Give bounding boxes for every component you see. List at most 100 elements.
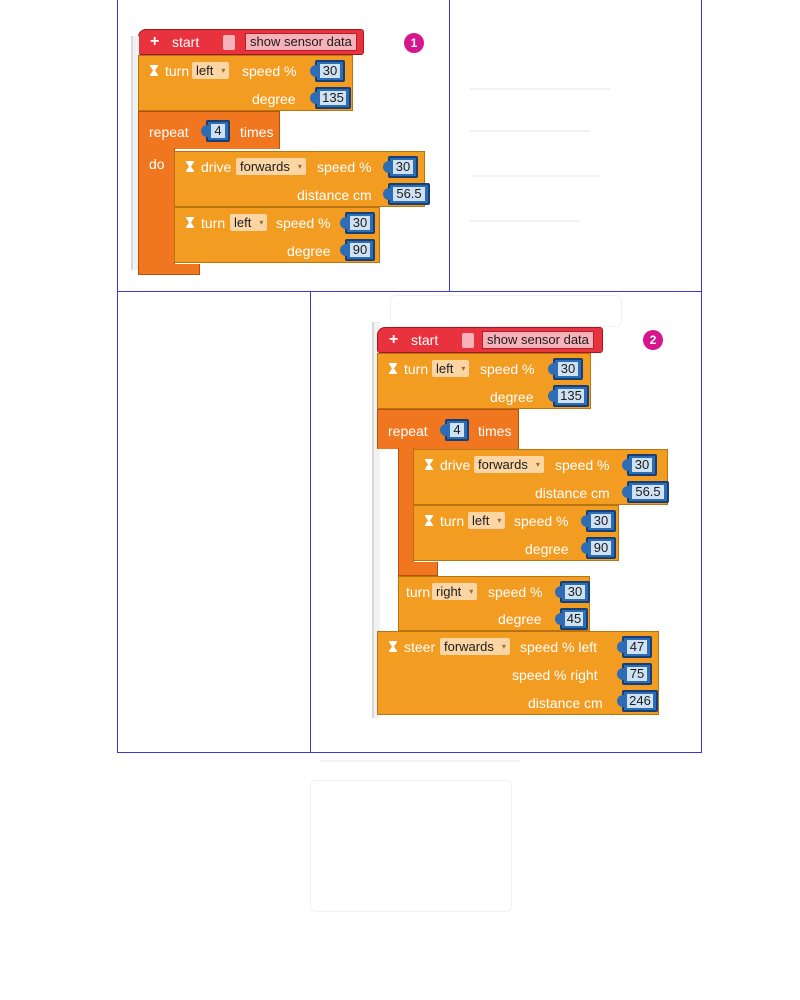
turn-block[interactable]: turn left▾ speed % 30 degree 135 <box>377 353 591 409</box>
distance-label: distance cm <box>297 187 372 203</box>
start-block[interactable]: + start show sensor data <box>138 29 364 55</box>
turn-verb: turn <box>406 584 431 600</box>
speed-value: 30 <box>558 362 578 376</box>
sensor-toggle[interactable] <box>223 35 235 50</box>
speed-left-input[interactable]: 47 <box>617 636 652 658</box>
input-tab <box>440 424 447 436</box>
repeat-label: repeat <box>149 124 189 140</box>
input-tab <box>340 217 347 229</box>
degree-input[interactable]: 135 <box>310 87 351 109</box>
direction-value: forwards <box>240 159 290 174</box>
degree-input[interactable]: 45 <box>555 608 588 630</box>
distance-input[interactable]: 246 <box>617 690 658 712</box>
input-tab <box>201 125 208 137</box>
degree-value: 45 <box>565 611 583 626</box>
direction-dropdown[interactable]: forwards ▾ <box>474 456 544 473</box>
frame-program-2 <box>310 291 702 753</box>
speed-input[interactable]: 30 <box>340 212 375 234</box>
speed-value: 30 <box>632 458 652 472</box>
speed-input[interactable]: 30 <box>310 60 345 82</box>
degree-value: 135 <box>320 91 346 105</box>
direction-dropdown[interactable]: left▾ <box>468 512 506 529</box>
background-ghost <box>320 760 520 762</box>
input-tab <box>617 668 624 680</box>
repeat-body-arm <box>398 448 414 570</box>
turn-block[interactable]: turn left▾ speed % 30 degree 90 <box>413 505 619 561</box>
drive-block[interactable]: drive forwards▾ speed % 30 distance cm 5… <box>413 449 669 505</box>
repeat-count-input[interactable]: 4 <box>440 419 469 441</box>
distance-value: 56.5 <box>632 485 664 499</box>
input-tab <box>383 161 390 173</box>
turn-block[interactable]: turn left▾ speed % 30 degree 135 <box>138 55 353 111</box>
direction-value: left <box>234 215 252 230</box>
distance-input[interactable]: 56.5 <box>622 481 669 503</box>
speed-label: speed % <box>488 584 543 600</box>
direction-dropdown[interactable]: forwards▾ <box>440 638 510 655</box>
speed-input[interactable]: 30 <box>383 156 418 178</box>
degree-input[interactable]: 90 <box>340 239 375 261</box>
plus-icon[interactable]: + <box>389 331 399 348</box>
speed-input[interactable]: 30 <box>581 510 616 532</box>
distance-label: distance cm <box>528 695 603 711</box>
speed-input[interactable]: 30 <box>548 358 583 380</box>
direction-dropdown[interactable]: forwards ▾ <box>236 158 306 175</box>
turn-block[interactable]: turn left▾ speed % 30 degree 90 <box>174 207 380 263</box>
speed-value: 30 <box>565 585 585 599</box>
start-label: start <box>411 332 439 348</box>
repeat-count-input[interactable]: 4 <box>201 120 230 142</box>
degree-input[interactable]: 90 <box>581 537 616 559</box>
speed-label: speed % <box>514 513 569 529</box>
direction-dropdown[interactable]: left ▾ <box>230 214 268 231</box>
start-label: start <box>172 34 200 50</box>
program-number-badge: 1 <box>404 33 424 53</box>
turn-verb: turn <box>440 513 465 529</box>
steer-block[interactable]: steer forwards▾ speed % left 47 speed % … <box>377 631 659 715</box>
speed-value: 30 <box>350 216 370 230</box>
input-tab <box>617 641 624 653</box>
degree-value: 90 <box>591 541 611 555</box>
input-tab <box>340 244 347 256</box>
speed-input[interactable]: 30 <box>622 454 657 476</box>
degree-input[interactable]: 135 <box>548 385 589 407</box>
direction-value: left <box>436 361 454 376</box>
start-block[interactable]: + start show sensor data <box>377 327 603 353</box>
sensor-data-label: show sensor data <box>482 331 594 349</box>
turn-block[interactable]: turn right▾ speed % 30 degree 45 <box>398 576 590 631</box>
background-ghost <box>470 88 610 90</box>
degree-label: degree <box>490 389 534 405</box>
input-tab <box>310 65 317 77</box>
background-ghost <box>470 130 590 132</box>
background-ghost <box>390 295 622 327</box>
input-tab <box>548 390 555 402</box>
stack-shadow <box>372 322 380 718</box>
input-tab <box>622 486 629 498</box>
direction-dropdown[interactable]: right▾ <box>432 583 478 600</box>
do-label: do <box>149 156 165 172</box>
speed-right-input[interactable]: 75 <box>617 663 652 685</box>
speed-label: speed % <box>480 361 535 377</box>
times-label: times <box>478 423 512 439</box>
frame-empty-top-right <box>449 0 702 292</box>
background-ghost <box>470 220 580 222</box>
dropdown-arrow-icon: ▾ <box>501 642 506 651</box>
dropdown-arrow-icon: ▾ <box>259 218 264 227</box>
plus-icon[interactable]: + <box>150 33 160 50</box>
speed-value: 30 <box>320 64 340 78</box>
repeat-block-foot <box>138 264 200 275</box>
repeat-block[interactable]: repeat 4 times <box>138 111 280 149</box>
direction-dropdown[interactable]: left▾ <box>192 62 230 79</box>
sensor-data-label: show sensor data <box>245 33 357 51</box>
direction-value: forwards <box>478 457 528 472</box>
distance-input[interactable]: 56.5 <box>383 183 430 205</box>
drive-verb: drive <box>440 457 471 473</box>
speed-input[interactable]: 30 <box>555 581 590 603</box>
steer-verb: steer <box>404 639 436 655</box>
degree-value: 135 <box>558 389 584 403</box>
drive-block[interactable]: drive forwards▾ speed % 30 distance cm 5… <box>174 151 430 207</box>
sensor-toggle[interactable] <box>462 333 474 348</box>
dropdown-arrow-icon: ▾ <box>297 162 302 171</box>
degree-label: degree <box>498 611 542 627</box>
dropdown-arrow-icon: ▾ <box>535 460 540 469</box>
repeat-block[interactable]: repeat 4 times <box>377 409 519 449</box>
direction-dropdown[interactable]: left▾ <box>432 360 470 377</box>
